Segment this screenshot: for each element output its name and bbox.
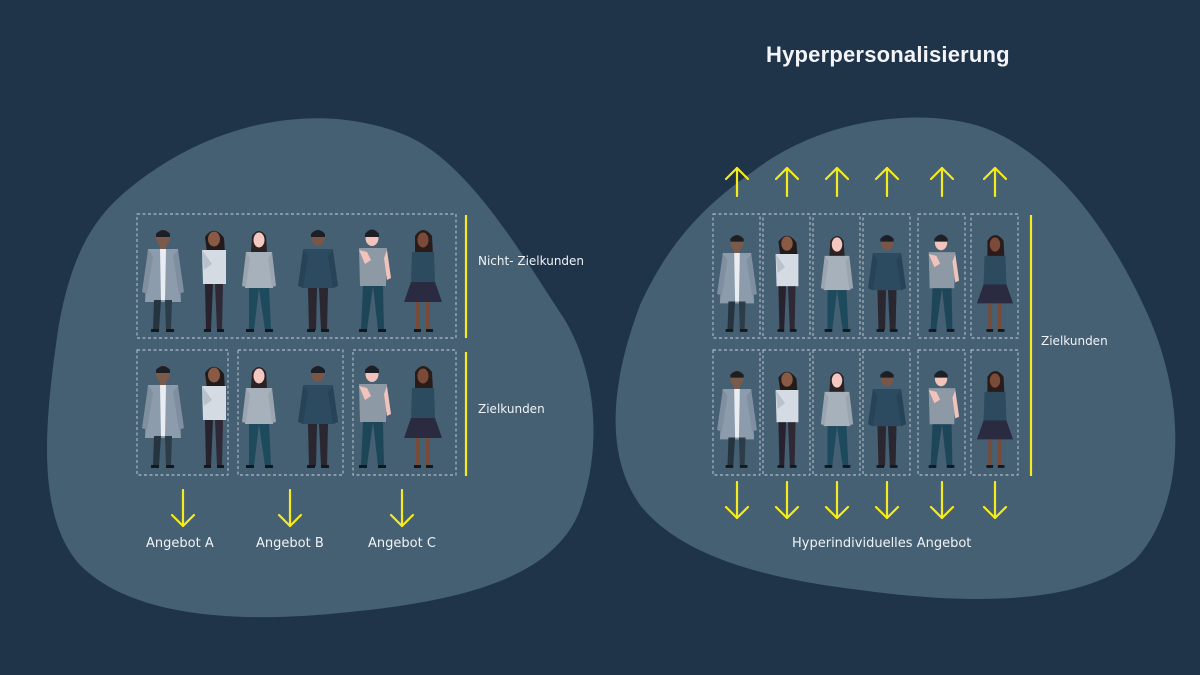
individual-top-frame — [862, 213, 911, 339]
non-target-group-frame — [136, 213, 457, 339]
hyperindividual-offer-label: Hyperindividuelles Angebot — [792, 536, 972, 551]
right-target-customers-label: Zielkunden — [1041, 334, 1108, 348]
individual-top-frame — [762, 213, 811, 339]
individual-top-frame — [970, 213, 1019, 339]
offer-c-label: Angebot C — [368, 536, 436, 551]
individual-top-frame — [812, 213, 861, 339]
individual-bottom-frame — [812, 349, 861, 476]
offer-b-label: Angebot B — [256, 536, 324, 551]
individual-bottom-frame — [970, 349, 1019, 476]
non-target-customers-label: Nicht- Zielkunden — [478, 254, 585, 268]
individual-top-frame — [917, 213, 966, 339]
individual-top-frame — [712, 213, 761, 339]
offer-a-label: Angebot A — [146, 536, 214, 551]
offer-b-group-frame — [237, 349, 344, 476]
individual-bottom-frame — [917, 349, 966, 476]
page-title: Hyperpersonalisierung — [766, 42, 1010, 67]
offer-a-group-frame — [136, 349, 229, 476]
individual-bottom-frame — [762, 349, 811, 476]
offer-c-group-frame — [352, 349, 457, 476]
individual-bottom-frame — [862, 349, 911, 476]
right-panel-blob — [615, 117, 1176, 599]
target-customers-label: Zielkunden — [478, 402, 545, 416]
individual-bottom-frame — [712, 349, 761, 476]
